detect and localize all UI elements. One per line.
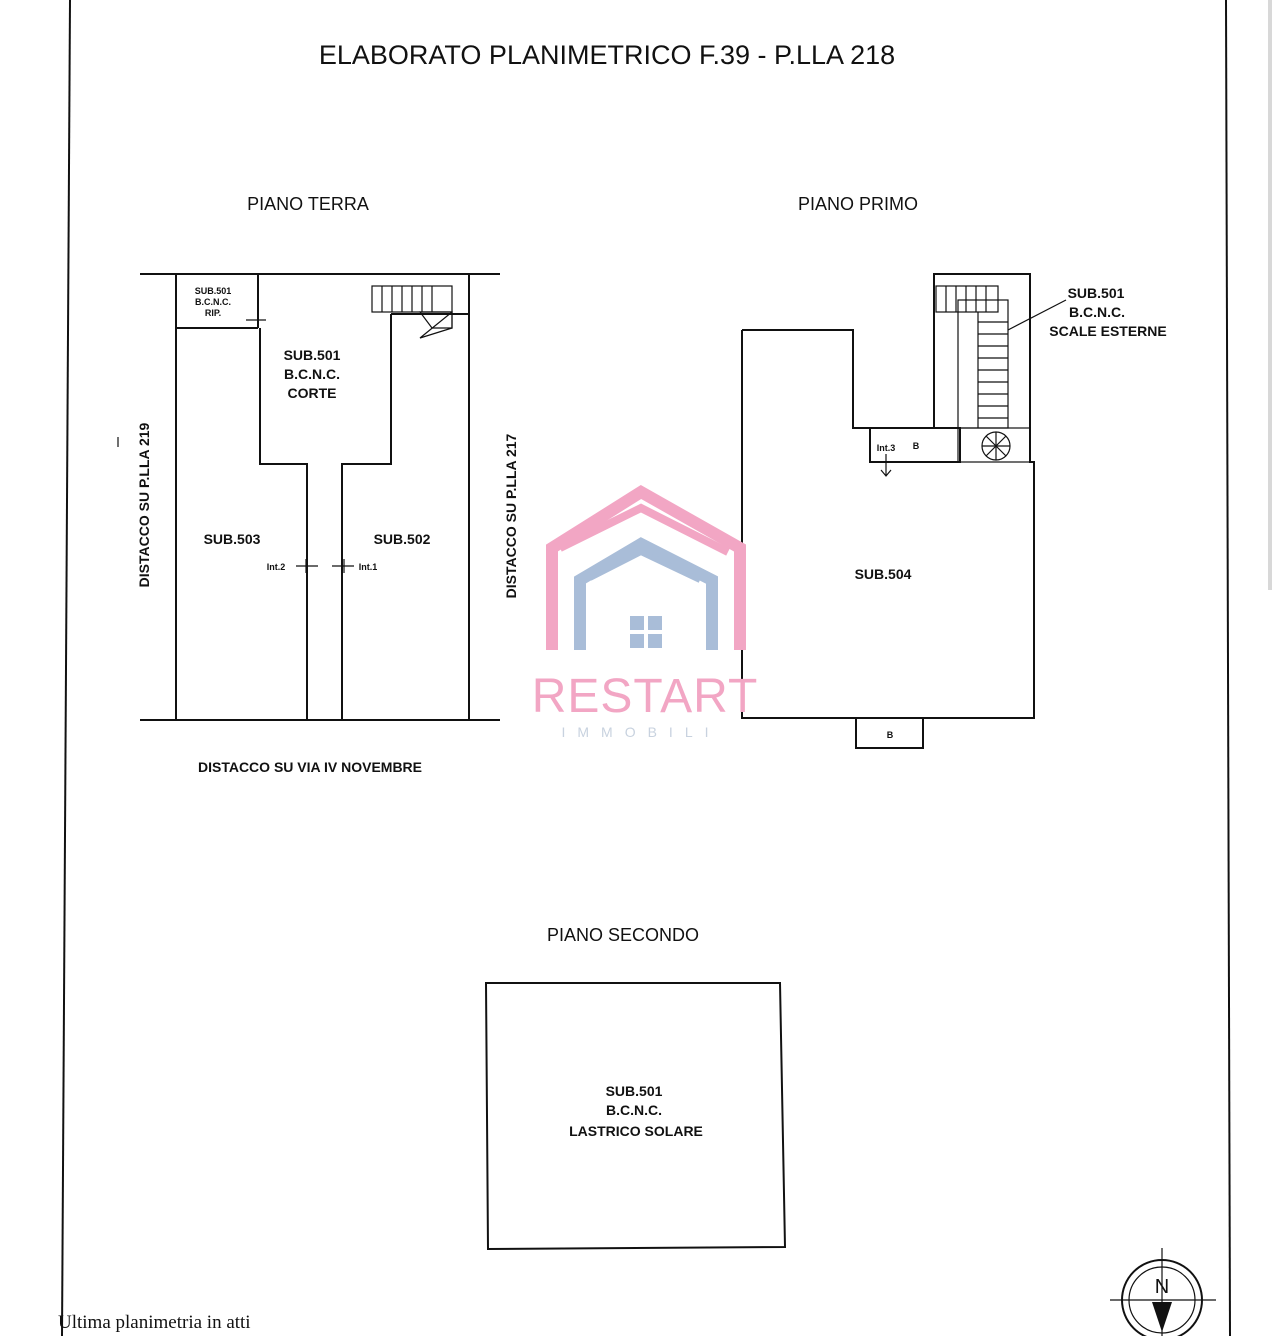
- distacco-left-label: DISTACCO SU P.LLA 219: [136, 422, 152, 587]
- page-title: ELABORATO PLANIMETRICO F.39 - P.LLA 218: [319, 40, 895, 70]
- logo-roof-pink-inner: [558, 503, 730, 556]
- right-border: [1225, 0, 1231, 1336]
- int2-label: Int.2: [267, 562, 286, 572]
- logo-window-pane: [648, 616, 662, 630]
- sub503-label: SUB.503: [204, 531, 261, 547]
- balcony-b-bottom: B: [887, 730, 894, 740]
- left-border: [61, 0, 71, 1336]
- logo-brand: RESTART: [532, 670, 759, 723]
- logo-window-pane: [630, 634, 644, 648]
- distacco-right-label: DISTACCO SU P.LLA 217: [503, 433, 519, 598]
- int3-label: Int.3: [877, 443, 896, 453]
- scale-esterne-line1: SUB.501: [1068, 285, 1125, 301]
- piano-secondo-heading: PIANO SECONDO: [547, 925, 699, 945]
- sub502-label: SUB.502: [374, 531, 431, 547]
- int1-label: Int.1: [359, 562, 378, 572]
- sub501-corte-line2: B.C.N.C.: [284, 366, 340, 382]
- sub501-rip-line2: B.C.N.C.: [195, 297, 231, 307]
- sub501-corte-line1: SUB.501: [284, 347, 341, 363]
- lastrico-line1: SUB.501: [606, 1083, 663, 1099]
- scale-esterne-line2: B.C.N.C.: [1069, 304, 1125, 320]
- compass-letter: N: [1155, 1276, 1169, 1298]
- logo-window-pane: [648, 634, 662, 648]
- piano-secondo-plan: [484, 982, 787, 1251]
- sub501-corte-line3: CORTE: [288, 385, 337, 401]
- piano-terra-plan: [117, 273, 500, 721]
- lastrico-line3: LASTRICO SOLARE: [569, 1123, 703, 1139]
- piano-primo-heading: PIANO PRIMO: [798, 194, 918, 214]
- sub504-label: SUB.504: [855, 566, 912, 582]
- logo-roof-blue-inner: [588, 548, 702, 583]
- sub501-rip-line1: SUB.501: [195, 286, 232, 296]
- north-arrow-icon: N: [1110, 1248, 1216, 1336]
- footer-note: Ultima planimetria in atti: [58, 1312, 251, 1333]
- piano-primo-plan: [741, 273, 1067, 749]
- lastrico-line2: B.C.N.C.: [606, 1102, 662, 1118]
- balcony-b-top: B: [913, 441, 920, 451]
- logo-tagline: IMMOBILI: [561, 724, 720, 740]
- scale-esterne-line3: SCALE ESTERNE: [1049, 323, 1166, 339]
- distacco-bottom-label: DISTACCO SU VIA IV NOVEMBRE: [198, 759, 422, 775]
- sub501-rip-line3: RIP.: [205, 308, 221, 318]
- restart-logo: RESTART IMMOBILI: [532, 485, 759, 740]
- logo-roof-blue: [574, 537, 718, 650]
- piano-terra-heading: PIANO TERRA: [247, 194, 369, 214]
- logo-window: [630, 616, 644, 630]
- logo-roof-pink: [546, 485, 746, 650]
